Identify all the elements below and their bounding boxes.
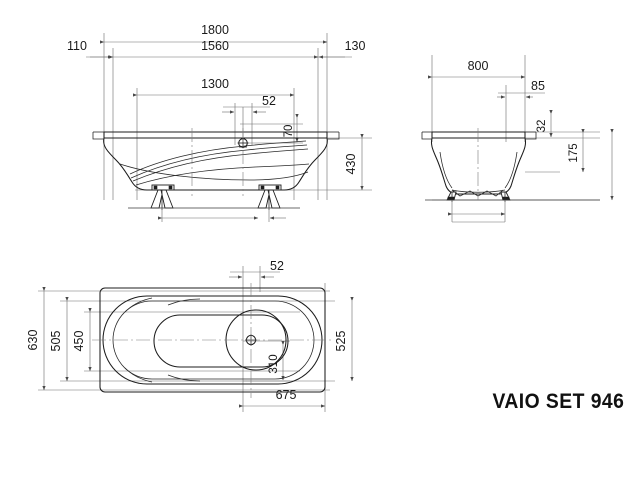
front-foot-witness — [161, 208, 270, 222]
dimension-525: 525 — [334, 296, 354, 382]
dimension-1300-label: 1300 — [201, 77, 229, 91]
dimension-630: 630 — [26, 286, 46, 391]
dimension-52-front-label: 52 — [262, 94, 276, 108]
dimension-130-label: 130 — [345, 39, 366, 53]
dimension-130: 130 — [318, 39, 366, 59]
dimension-450: 450 — [72, 307, 92, 372]
dimension-675-label: 675 — [276, 388, 297, 402]
dimension-175: 175 — [568, 128, 585, 173]
dimension-800: 800 — [427, 59, 526, 79]
dimension-505-label: 505 — [49, 331, 63, 352]
dimension-525-label: 525 — [334, 331, 348, 352]
dimension-1560-label: 1560 — [201, 39, 229, 53]
dimension-630-label: 630 — [26, 330, 40, 351]
dimension-52-front: 52 — [222, 94, 276, 114]
dimension-675: 675 — [238, 388, 326, 408]
dimension-800-label: 800 — [468, 59, 489, 73]
front-tub-outline — [92, 131, 340, 191]
dimension-1300: 1300 — [132, 77, 295, 97]
plan-view: 52 630 505 450 525 310 675 — [26, 259, 354, 412]
dimension-85-label: 85 — [531, 79, 545, 93]
side-elevation-view: 800 85 32 175 — [421, 55, 614, 223]
dimension-175-label: 175 — [568, 143, 580, 162]
dimension-32: 32 — [536, 109, 553, 138]
overflow-outlet — [237, 107, 249, 149]
dimension-52-plan: 52 — [229, 259, 284, 279]
dimension-110-label: 110 — [67, 39, 87, 53]
dimension-430: 430 — [344, 133, 364, 191]
side-tub-outline — [421, 131, 537, 197]
plan-centerlines — [92, 283, 333, 398]
side-foot-witness — [451, 200, 506, 223]
dimension-1560: 1560 — [108, 39, 319, 59]
dimension-505: 505 — [49, 296, 69, 382]
dimension-32-label: 32 — [536, 120, 548, 133]
front-support-feet — [150, 184, 282, 210]
dimension-70-label: 70 — [283, 125, 295, 138]
front-extension-lines — [86, 33, 372, 200]
dimension-85: 85 — [497, 79, 545, 99]
dimension-110: 110 — [67, 39, 113, 59]
dimension-1800: 1800 — [99, 23, 328, 44]
dimension-450-label: 450 — [72, 331, 86, 352]
front-centerlines — [191, 128, 244, 196]
front-elevation-view: 1800 1560 110 130 1300 52 — [67, 23, 372, 222]
dimension-52-plan-label: 52 — [270, 259, 284, 273]
dimension-1800-label: 1800 — [201, 23, 229, 37]
product-title: VAIO SET 946 — [492, 390, 624, 413]
dimension-430-label: 430 — [344, 154, 358, 175]
